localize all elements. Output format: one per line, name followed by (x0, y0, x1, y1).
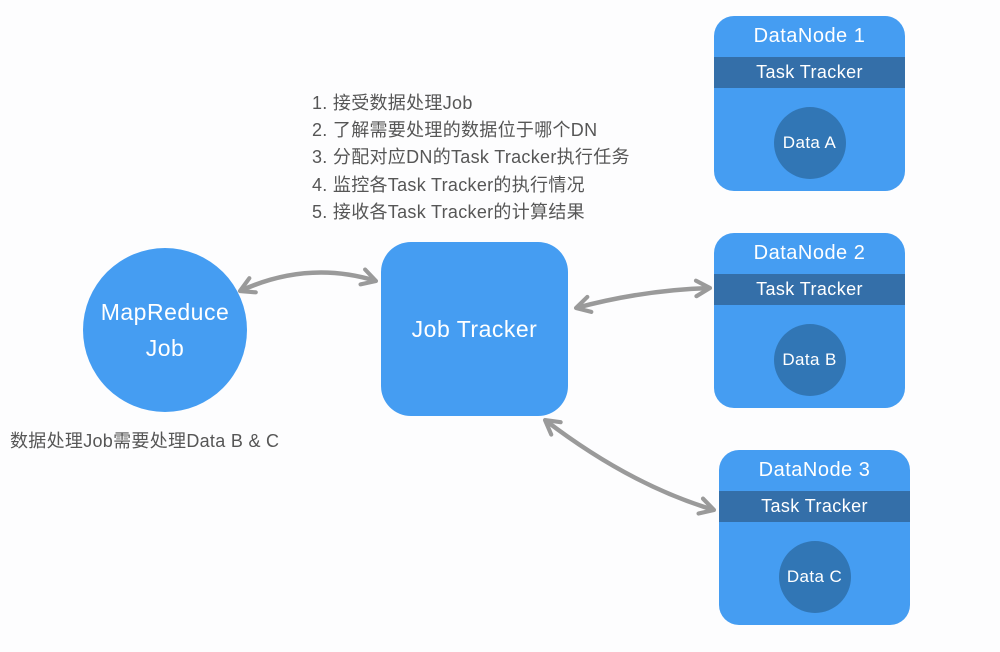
note-item-4: 4. 监控各Task Tracker的执行情况 (312, 174, 585, 195)
arrow-mapreduce-jobtracker (237, 267, 379, 295)
jobtracker-notes-list: 1. 接受数据处理Job 2. 了解需要处理的数据位于哪个DN 3. 分配对应D… (312, 90, 630, 226)
note-item-3: 3. 分配对应DN的Task Tracker执行任务 (312, 147, 630, 168)
mapreduce-job-node: MapReduce Job (83, 248, 247, 412)
datanode-2-title: DataNode 2 (753, 242, 866, 264)
datanode-1-node: DataNode 1 Task Tracker Data A (714, 16, 905, 191)
mapreduce-job-label-line2: Job (145, 335, 185, 361)
datanode-1-title: DataNode 1 (753, 25, 866, 47)
datanode-3-data-circle: Data C (778, 541, 851, 613)
arrow-jobtracker-datanode2 (573, 278, 713, 314)
job-data-caption: 数据处理Job需要处理Data B & C (10, 431, 280, 451)
arrow-jobtracker-datanode3 (542, 417, 717, 516)
note-item-5: 5. 接收各Task Tracker的计算结果 (312, 201, 585, 222)
datanode-2-task-tracker-band: Task Tracker (714, 274, 905, 305)
datanode-3-task-tracker-band: Task Tracker (719, 491, 910, 522)
mapreduce-job-label-line1: MapReduce (100, 299, 230, 325)
job-tracker-node: Job Tracker (381, 242, 568, 416)
note-item-2: 2. 了解需要处理的数据位于哪个DN (312, 120, 598, 141)
datanode-1-data-circle: Data A (773, 107, 846, 179)
datanode-1-task-tracker-band: Task Tracker (714, 57, 905, 88)
note-item-1: 1. 接受数据处理Job (312, 93, 473, 113)
datanode-3-node: DataNode 3 Task Tracker Data C (719, 450, 910, 625)
job-tracker-label: Job Tracker (411, 315, 538, 342)
datanode-3-title: DataNode 3 (758, 459, 871, 481)
datanode-2-data-circle: Data B (773, 324, 846, 396)
datanode-2-node: DataNode 2 Task Tracker Data B (714, 233, 905, 408)
